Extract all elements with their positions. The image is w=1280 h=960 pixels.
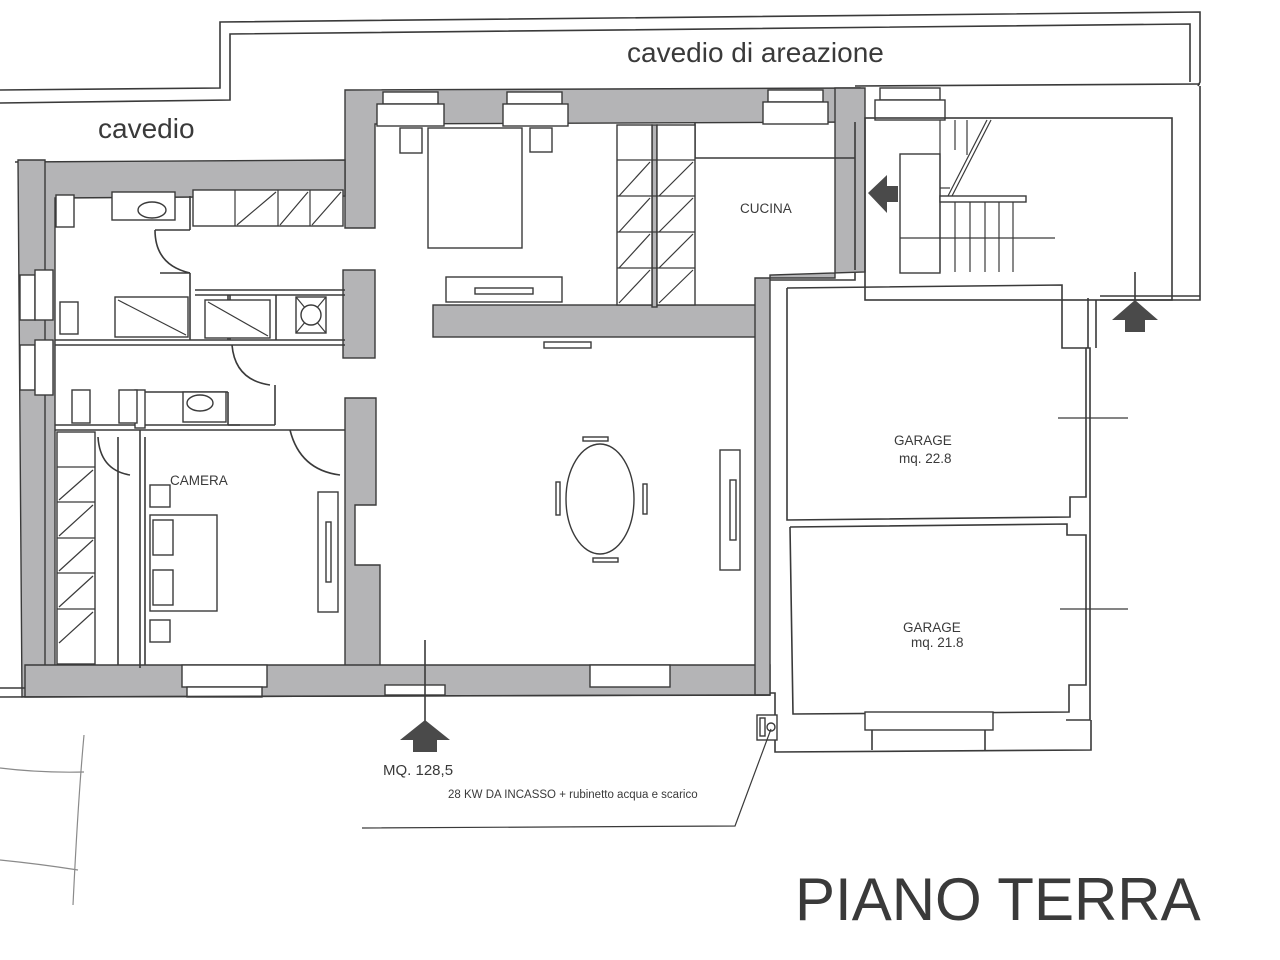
garages: [770, 272, 1128, 753]
plan-title: PIANO TERRA: [795, 866, 1201, 933]
label-garage-1: GARAGE: [894, 433, 952, 448]
label-garage-2-area: mq. 21.8: [911, 635, 964, 650]
pencil-sketch: [0, 734, 85, 906]
label-cucina: CUCINA: [740, 201, 792, 216]
label-boiler-note: 28 KW DA INCASSO + rubinetto acqua e sca…: [448, 789, 698, 801]
label-cavedio: cavedio: [98, 113, 195, 144]
label-garage-2: GARAGE: [903, 620, 961, 635]
label-camera: CAMERA: [170, 473, 228, 488]
label-cavedio-areazione: cavedio di areazione: [627, 37, 884, 68]
label-total-area: MQ. 128,5: [383, 762, 453, 779]
wardrobes: [56, 124, 696, 665]
staircase: [899, 119, 1055, 274]
boiler-unit: [361, 714, 778, 829]
arrow-up-icon: [1112, 300, 1158, 332]
windows: [19, 87, 946, 698]
label-garage-1-area: mq. 22.8: [899, 451, 952, 466]
furniture: [55, 127, 741, 643]
courtyard-outline: [0, 11, 1201, 104]
entrance-markers: [0, 175, 1158, 752]
arrow-up-icon: [400, 720, 450, 752]
arrow-left-icon: [868, 175, 898, 213]
room-outlines: [55, 86, 1201, 668]
